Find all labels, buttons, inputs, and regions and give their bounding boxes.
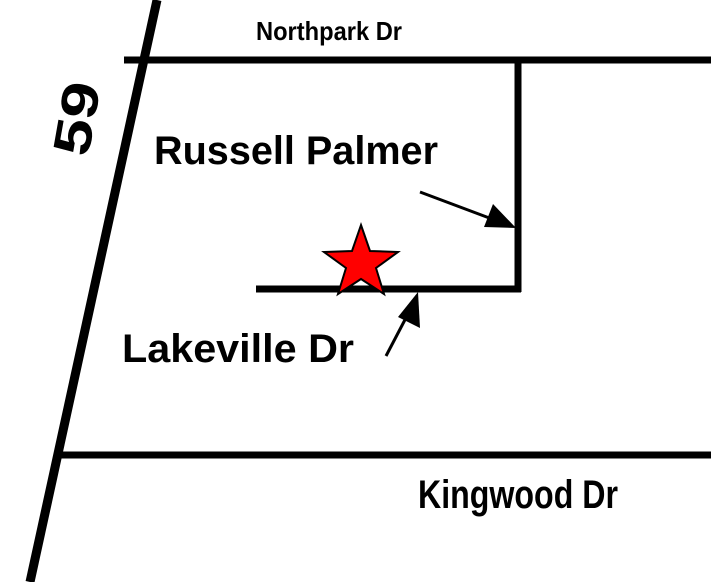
russell-palmer-label: Russell Palmer <box>154 129 438 173</box>
star-icon <box>321 221 401 297</box>
kingwood-dr-label: Kingwood Dr <box>418 473 618 517</box>
northpark-dr-label: Northpark Dr <box>256 16 402 46</box>
russell-palmer-arrow <box>419 190 516 228</box>
lakeville-dr-arrow <box>384 292 420 357</box>
highway-59-label: 59 <box>43 77 113 160</box>
highway-59-road <box>25 0 162 582</box>
lakeville-dr-label: Lakeville Dr <box>122 327 354 371</box>
